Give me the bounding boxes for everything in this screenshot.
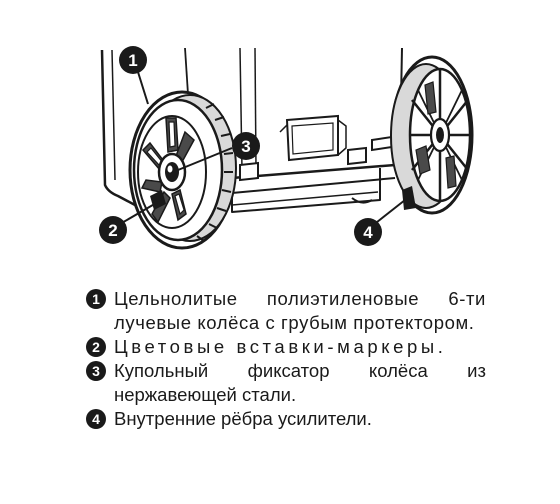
- handle-recess: [279, 114, 347, 162]
- legend-badge-2: 2: [86, 337, 106, 357]
- left-wheel: [128, 90, 237, 250]
- legend-item-1: 1 Цельнолитые полиэтиленовые 6-ти лучевы…: [86, 287, 486, 335]
- right-wheel: [390, 55, 474, 215]
- legend-text-1: Цельнолитые полиэтиленовые 6-ти лучевые …: [114, 288, 486, 333]
- legend-text-3: Купольный фиксатор колёса из нержавеющей…: [114, 360, 486, 405]
- legend-badge-1: 1: [86, 289, 106, 309]
- callout-2: 2: [99, 216, 127, 244]
- legend-item-4: 4 Внутренние рёбра усилители.: [86, 407, 486, 431]
- legend-text-2: Цветовые вставки-маркеры.: [114, 336, 447, 357]
- bin-wheels-illustration: 1 2 3 4: [99, 46, 474, 250]
- legend-item-2: 2 Цветовые вставки-маркеры.: [86, 335, 486, 359]
- legend-list: 1 Цельнолитые полиэтиленовые 6-ти лучевы…: [86, 287, 486, 431]
- callout-2-number: 2: [108, 221, 117, 240]
- callout-1: 1: [119, 46, 147, 74]
- leader-lines: [119, 71, 406, 227]
- callout-4: 4: [354, 218, 382, 246]
- callout-1-number: 1: [128, 51, 137, 70]
- callout-3: 3: [232, 132, 260, 160]
- legend-item-3: 3 Купольный фиксатор колёса из нержавеющ…: [86, 359, 486, 407]
- legend-text-4: Внутренние рёбра усилители.: [114, 408, 372, 429]
- legend-badge-4: 4: [86, 409, 106, 429]
- legend-badge-3: 3: [86, 361, 106, 381]
- callout-3-number: 3: [241, 137, 250, 156]
- callout-4-number: 4: [363, 223, 373, 242]
